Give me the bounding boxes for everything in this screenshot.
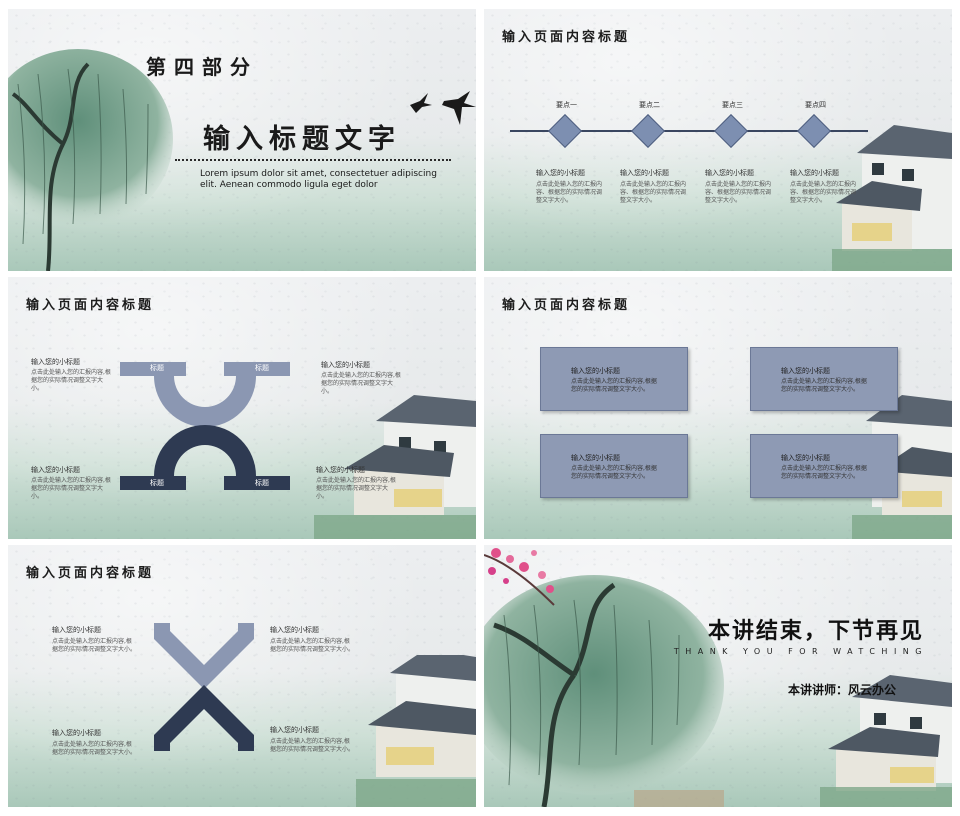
- lorem-text: Lorem ipsum dolor sit amet, consectetuer…: [200, 169, 437, 190]
- timeline-diamond[interactable]: [631, 114, 665, 148]
- item-desc: 点击此处输入您的汇报内容,根据您的实际情况调整文字大小。: [321, 372, 401, 395]
- part-title: 第四部分: [146, 55, 258, 79]
- item-desc: 点击此处输入您的汇报内容,根据您的实际情况调整文字大小。: [316, 477, 396, 500]
- box-subtitle: 输入您的小标题: [781, 454, 830, 462]
- item-subtitle: 输入您的小标题: [270, 726, 319, 734]
- item-desc: 点击此处输入您的汇报内容,根据您的实际情况调整文字大小。: [270, 738, 355, 753]
- box-desc: 点击此处输入您的汇报内容,根据您的实际情况调整文字大小。: [571, 465, 657, 480]
- village-house-illustration: [820, 675, 952, 807]
- point-subtitle: 输入您的小标题: [536, 169, 585, 177]
- cross-arrows-diagram: [154, 623, 254, 751]
- arrow-top-right: [196, 623, 254, 689]
- item-subtitle: 输入您的小标题: [52, 729, 101, 737]
- item-subtitle: 输入您的小标题: [270, 626, 319, 634]
- box-subtitle: 输入您的小标题: [781, 367, 830, 375]
- box-desc: 点击此处输入您的汇报内容,根据您的实际情况调整文字大小。: [781, 465, 867, 480]
- point-desc: 点击此处输入您的汇报内容、根据您的实际情况调整文字大小。: [705, 181, 772, 204]
- arrow-bottom-right: [196, 685, 254, 751]
- content-box[interactable]: 输入您的小标题 点击此处输入您的汇报内容,根据您的实际情况调整文字大小。: [540, 434, 688, 498]
- point-label: 要点三: [722, 101, 743, 109]
- point-desc: 点击此处输入您的汇报内容、根据您的实际情况调整文字大小。: [790, 181, 857, 204]
- item-desc: 点击此处输入您的汇报内容,根据您的实际情况调整文字大小。: [52, 638, 137, 653]
- timeline-line: [510, 130, 868, 132]
- item-desc: 点击此处输入您的汇报内容,根据您的实际情况调整文字大小。: [31, 369, 111, 392]
- village-house-illustration: [356, 655, 476, 807]
- item-subtitle: 输入您的小标题: [316, 466, 365, 474]
- slide-title: 输入页面内容标题: [502, 298, 631, 313]
- point-desc: 点击此处输入您的汇报内容、根据您的实际情况调整文字大小。: [536, 181, 603, 204]
- slide-title: 输入页面内容标题: [26, 566, 155, 581]
- willow-tree-illustration: [484, 575, 724, 807]
- content-box[interactable]: 输入您的小标题 点击此处输入您的汇报内容,根据您的实际情况调整文字大小。: [750, 347, 898, 411]
- slide-5[interactable]: 输入页面内容标题 输入您的小标题 点击此处输入您的汇报内容,根据您的实际情况调整…: [8, 545, 476, 807]
- willow-tree-illustration: [8, 49, 173, 271]
- arch-bar-bottom-right: [224, 476, 290, 490]
- slide-title: 输入页面内容标题: [26, 298, 155, 313]
- box-subtitle: 输入您的小标题: [571, 454, 620, 462]
- timeline-diamond[interactable]: [548, 114, 582, 148]
- point-subtitle: 输入您的小标题: [620, 169, 669, 177]
- box-subtitle: 输入您的小标题: [571, 367, 620, 375]
- content-box[interactable]: 输入您的小标题 点击此处输入您的汇报内容,根据您的实际情况调整文字大小。: [750, 434, 898, 498]
- arch-label: 标题: [150, 364, 164, 372]
- slide-3[interactable]: 输入页面内容标题 标题 标题 标题 标题 输入您的小标题 点击此处输入您的汇报内…: [8, 277, 476, 539]
- timeline-diamond[interactable]: [797, 114, 831, 148]
- point-subtitle: 输入您的小标题: [790, 169, 839, 177]
- item-subtitle: 输入您的小标题: [321, 361, 370, 369]
- item-subtitle: 输入您的小标题: [31, 466, 80, 474]
- arch-bar-top-left: [120, 362, 186, 376]
- swallow-icon: [410, 91, 476, 125]
- dotted-divider: [175, 159, 451, 161]
- plum-blossom-illustration: [484, 548, 555, 606]
- slide-6[interactable]: 本讲结束，下节再见 THANK YOU FOR WATCHING 本讲讲师：风云…: [484, 545, 952, 807]
- item-subtitle: 输入您的小标题: [31, 358, 80, 366]
- arch-bar-top-right: [224, 362, 290, 376]
- arch-bar-bottom-left: [120, 476, 186, 490]
- content-box[interactable]: 输入您的小标题 点击此处输入您的汇报内容,根据您的实际情况调整文字大小。: [540, 347, 688, 411]
- box-desc: 点击此处输入您的汇报内容,根据您的实际情况调整文字大小。: [571, 378, 657, 393]
- arch-label: 标题: [255, 364, 269, 372]
- item-desc: 点击此处输入您的汇报内容,根据您的实际情况调整文字大小。: [31, 477, 111, 500]
- point-label: 要点四: [805, 101, 826, 109]
- arch-label: 标题: [255, 479, 269, 487]
- lecturer-text: 本讲讲师：风云办公: [787, 683, 896, 697]
- slide-1[interactable]: 第四部分 输入标题文字 Lorem ipsum dolor sit amet, …: [8, 9, 476, 271]
- item-desc: 点击此处输入您的汇报内容,根据您的实际情况调整文字大小。: [270, 638, 355, 653]
- slide-4[interactable]: 输入页面内容标题 输入您的小标题 点击此处输入您的汇报内容,根据您的实际情况调整…: [484, 277, 952, 539]
- slide-title: 输入页面内容标题: [502, 30, 631, 45]
- item-subtitle: 输入您的小标题: [52, 626, 101, 634]
- arch-bottom: [154, 425, 256, 476]
- end-title: 本讲结束，下节再见: [707, 619, 924, 644]
- end-subtitle: THANK YOU FOR WATCHING: [673, 647, 928, 656]
- arch-top: [154, 376, 256, 427]
- arch-label: 标题: [150, 479, 164, 487]
- point-desc: 点击此处输入您的汇报内容、根据您的实际情况调整文字大小。: [620, 181, 687, 204]
- timeline-diamond[interactable]: [714, 114, 748, 148]
- box-desc: 点击此处输入您的汇报内容,根据您的实际情况调整文字大小。: [781, 378, 867, 393]
- slide-2[interactable]: 输入页面内容标题 要点一 要点二 要点三 要点四 输入您的小标题 输入您的小标题…: [484, 9, 952, 271]
- point-label: 要点二: [639, 101, 660, 109]
- village-house-illustration: [832, 125, 952, 271]
- point-label: 要点一: [556, 101, 577, 109]
- main-title: 输入标题文字: [203, 124, 401, 155]
- point-subtitle: 输入您的小标题: [705, 169, 754, 177]
- item-desc: 点击此处输入您的汇报内容,根据您的实际情况调整文字大小。: [52, 741, 137, 756]
- village-house-illustration: [314, 395, 476, 539]
- arch-diagram: [120, 362, 290, 490]
